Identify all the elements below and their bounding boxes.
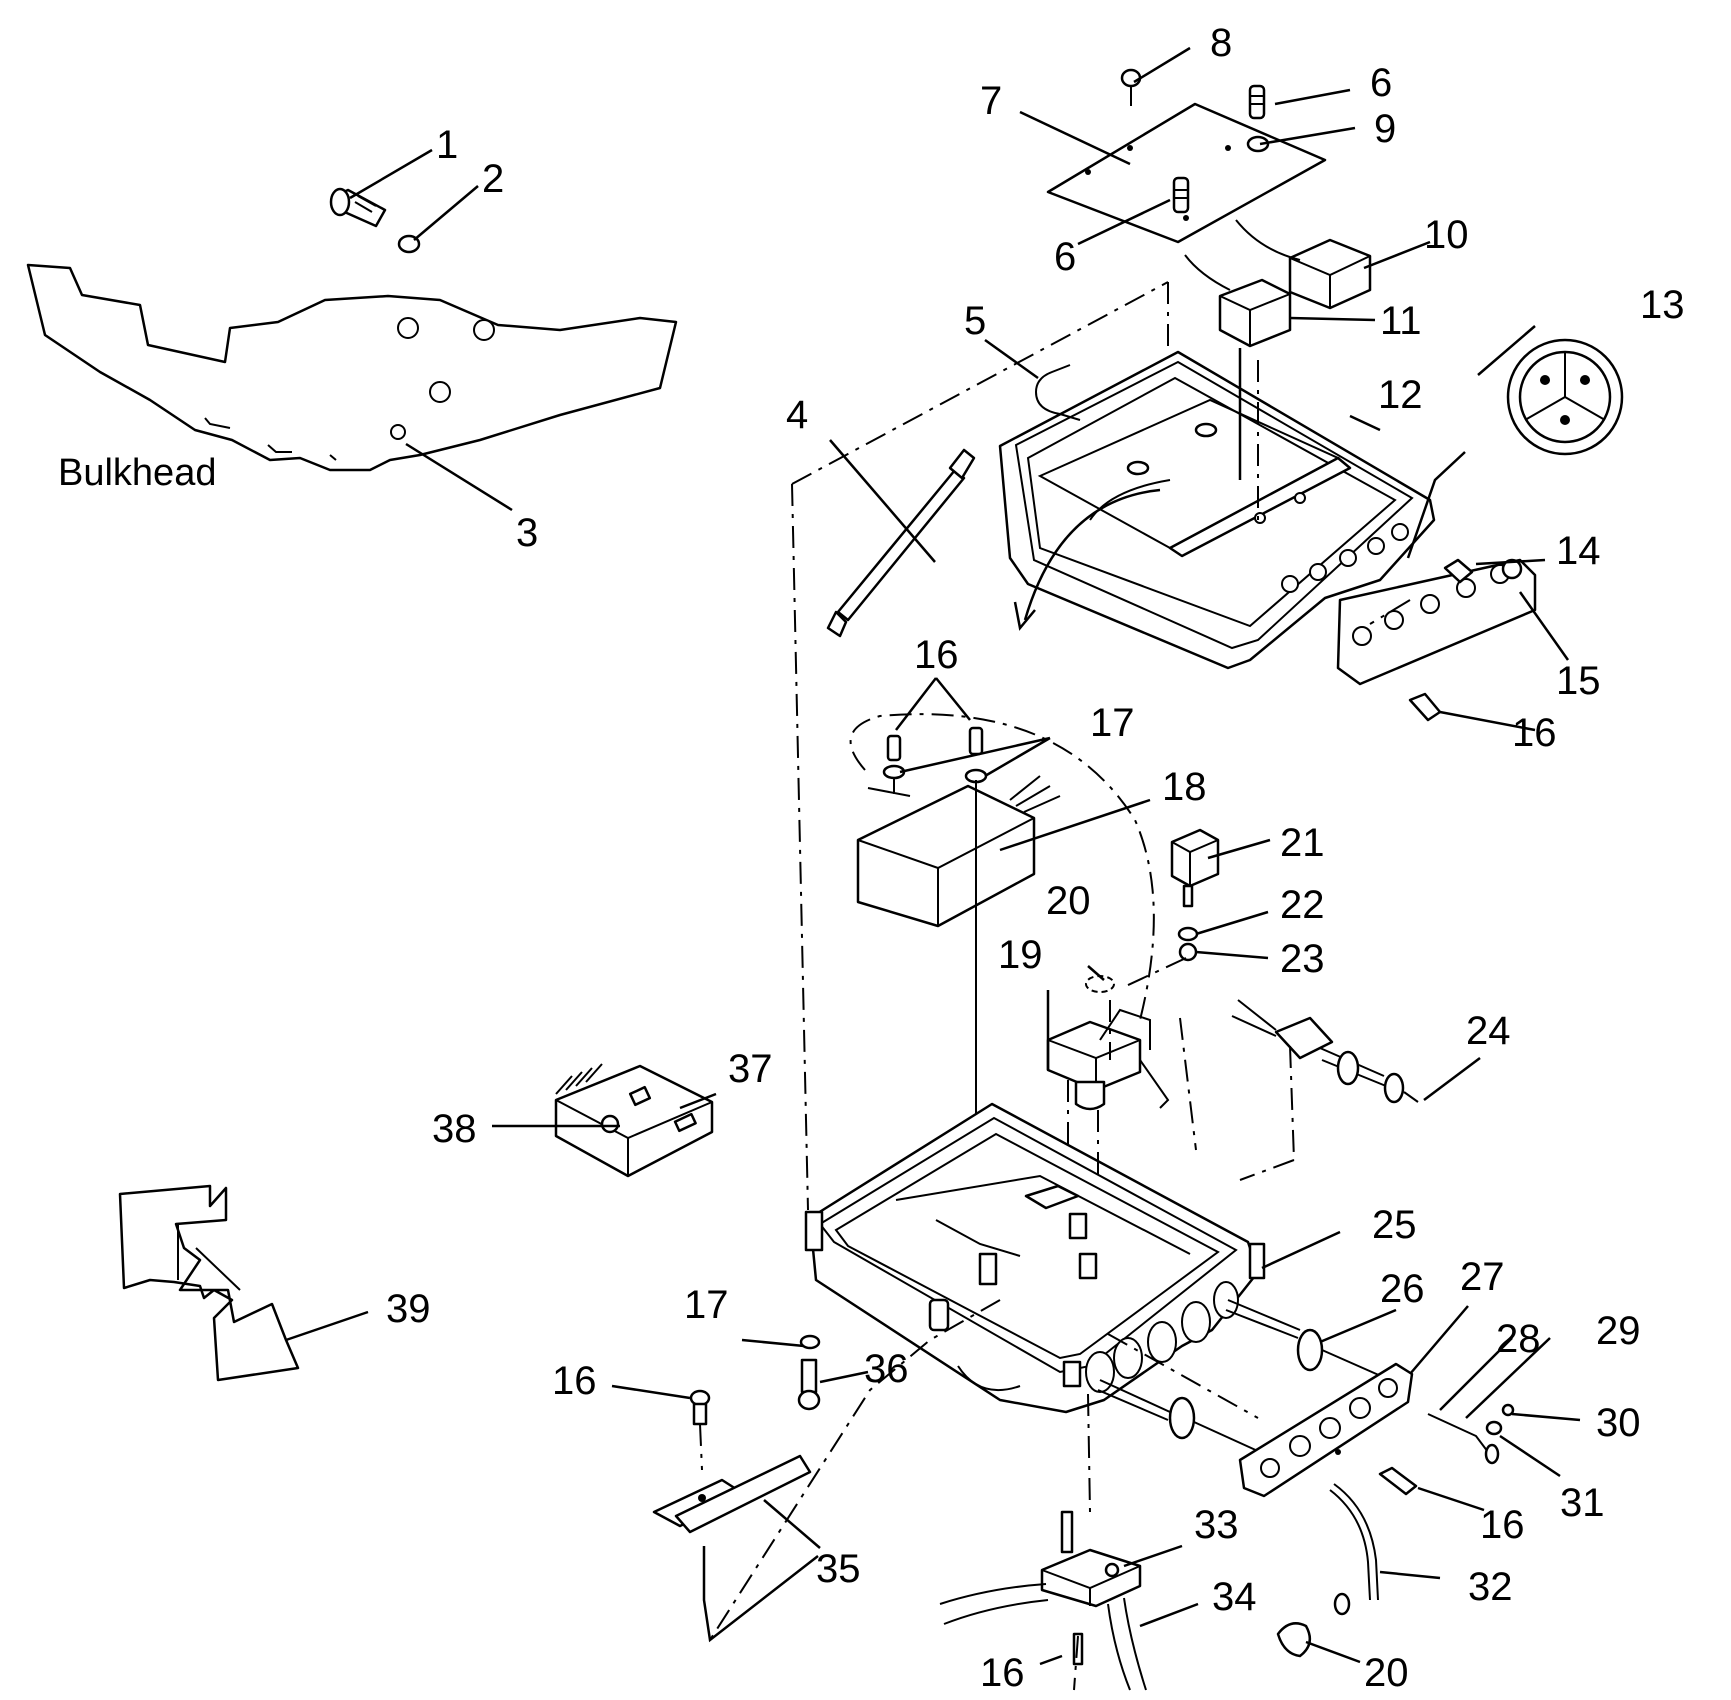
callout-16b: 16 xyxy=(914,633,959,677)
callout-26: 26 xyxy=(1380,1267,1425,1311)
callout-1: 1 xyxy=(436,123,458,167)
washer-part-9 xyxy=(1246,135,1270,153)
terminal-part-29 xyxy=(1484,1443,1500,1465)
callout-3: 3 xyxy=(516,511,538,555)
wire-part-5 xyxy=(1034,364,1081,421)
mounting-plate-part-27 xyxy=(1238,1362,1414,1498)
assembly-path-arc xyxy=(849,713,1155,1021)
connector-rod-part-4 xyxy=(826,448,976,638)
cable-part-26 xyxy=(1097,1299,1391,1453)
callout-18: 18 xyxy=(1162,765,1207,809)
callout-17b: 17 xyxy=(684,1283,729,1327)
leader-lines xyxy=(285,46,1581,1666)
callout-30: 30 xyxy=(1596,1401,1641,1445)
callout-34: 34 xyxy=(1212,1575,1257,1619)
cap-part-20 xyxy=(1276,1622,1312,1658)
callout-11: 11 xyxy=(1380,299,1422,343)
callout-5: 5 xyxy=(964,299,986,343)
bolt-part-1 xyxy=(329,187,387,228)
relay-part-10 xyxy=(1235,219,1372,310)
callout-32: 32 xyxy=(1468,1565,1513,1609)
switch-part-21 xyxy=(1170,828,1220,908)
washer-part-22 xyxy=(1177,926,1199,942)
wire-part-28 xyxy=(1427,1413,1489,1453)
wire-terminal xyxy=(1333,1592,1351,1616)
callout-7: 7 xyxy=(980,79,1002,123)
cover-plate-part-7 xyxy=(1046,102,1327,244)
callout-14: 14 xyxy=(1556,529,1601,573)
lower-housing-part-25 xyxy=(804,1102,1266,1414)
cable-part-24 xyxy=(1231,999,1419,1104)
callout-6b: 6 xyxy=(1054,235,1076,279)
callout-2: 2 xyxy=(482,157,504,201)
washer-part-31 xyxy=(1485,1420,1503,1436)
switch-assembly-part-19 xyxy=(1046,1008,1170,1111)
callout-33: 33 xyxy=(1194,1503,1239,1547)
hose-part-34 xyxy=(939,1583,1147,1691)
callout-20b: 20 xyxy=(1364,1651,1409,1695)
callout-10: 10 xyxy=(1424,213,1469,257)
callout-27: 27 xyxy=(1460,1255,1505,1299)
nut-part-30 xyxy=(1501,1403,1515,1417)
screw-part-6-lower xyxy=(1172,176,1190,214)
module-part-18 xyxy=(856,775,1061,928)
callout-15: 15 xyxy=(1556,659,1601,703)
callout-20a: 20 xyxy=(1046,879,1091,923)
relay-part-11 xyxy=(1184,254,1292,348)
callout-23: 23 xyxy=(1280,937,1325,981)
callout-38: 38 xyxy=(432,1107,477,1151)
callout-6a: 6 xyxy=(1370,61,1392,105)
callout-35: 35 xyxy=(816,1547,861,1591)
bracket-part-15 xyxy=(1336,558,1537,686)
callout-numbers: 1 2 3 4 5 6 6 7 8 9 10 11 12 13 14 15 16… xyxy=(386,21,1685,1695)
callout-4: 4 xyxy=(786,393,808,437)
o-ring-part-20 xyxy=(1085,975,1115,993)
callout-36: 36 xyxy=(864,1347,909,1391)
callout-12: 12 xyxy=(1378,373,1423,417)
cap-part-13 xyxy=(1506,338,1624,456)
screw-part-16-upper xyxy=(1408,692,1442,722)
bracket-part-39 xyxy=(118,1184,300,1382)
screw-part-16-strap xyxy=(689,1389,711,1426)
bulkhead-label: Bulkhead xyxy=(58,452,216,494)
stud-part-36 xyxy=(797,1358,821,1411)
callout-16e: 16 xyxy=(552,1359,597,1403)
callout-16a: 16 xyxy=(1512,711,1557,755)
callout-19: 19 xyxy=(998,933,1043,977)
callout-21: 21 xyxy=(1280,821,1325,865)
callout-17a: 17 xyxy=(1090,701,1135,745)
grommet-part-14 xyxy=(1443,558,1474,584)
washer-part-17-lower xyxy=(799,1334,821,1350)
screw-part-8 xyxy=(1120,68,1142,106)
strap-part-35 xyxy=(652,1454,812,1534)
callout-13: 13 xyxy=(1640,283,1685,327)
fitting-part-33 xyxy=(1040,1510,1142,1608)
upper-housing-part-12 xyxy=(998,350,1436,670)
callout-29: 29 xyxy=(1596,1309,1641,1353)
callout-31: 31 xyxy=(1560,1481,1605,1525)
screw-part-6-top xyxy=(1248,84,1266,120)
callout-8: 8 xyxy=(1210,21,1232,65)
callout-16c: 16 xyxy=(1480,1503,1525,1547)
callout-24: 24 xyxy=(1466,1009,1511,1053)
wire-part-32 xyxy=(1329,1483,1379,1601)
callout-37: 37 xyxy=(728,1047,773,1091)
screw-part-16-plate xyxy=(1378,1466,1418,1496)
circuit-board-part-37 xyxy=(554,1063,714,1178)
callout-28: 28 xyxy=(1496,1317,1541,1361)
callout-39: 39 xyxy=(386,1287,431,1331)
bulkhead-panel xyxy=(26,263,678,472)
assembly-center-lines xyxy=(699,281,1411,1691)
callout-22: 22 xyxy=(1280,883,1325,927)
callout-9: 9 xyxy=(1374,107,1396,151)
callout-16d: 16 xyxy=(980,1651,1025,1695)
nut-part-23 xyxy=(1178,942,1198,962)
callout-25: 25 xyxy=(1372,1203,1417,1247)
